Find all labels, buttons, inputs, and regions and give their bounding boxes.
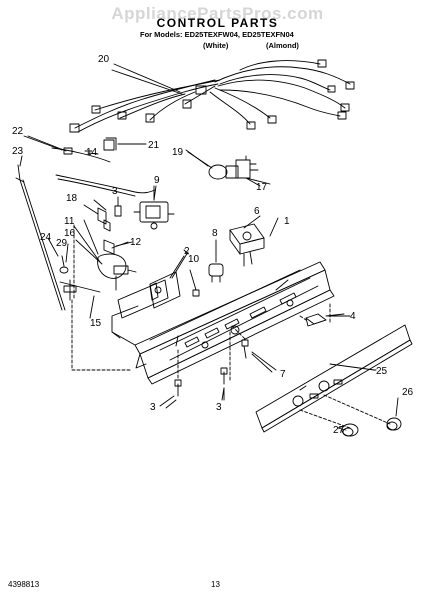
thermostat — [133, 185, 175, 230]
callout-14: 14 — [86, 147, 98, 158]
page-number: 13 — [211, 580, 220, 589]
callout-1: 1 — [284, 216, 290, 227]
callout-10: 10 — [188, 254, 200, 265]
diagram-title: CONTROL PARTS — [156, 16, 279, 30]
control-housing — [111, 261, 335, 385]
document-number: 4398813 — [8, 580, 40, 589]
light-switch — [208, 239, 224, 283]
callout-6: 6 — [254, 206, 260, 217]
callout-18: 18 — [66, 193, 78, 204]
wiring-harness — [69, 59, 355, 133]
callout-7: 7 — [280, 369, 286, 380]
callout-22: 22 — [12, 126, 24, 137]
callout-27: 27 — [333, 425, 345, 436]
callout-29: 29 — [56, 238, 68, 249]
callout-9: 9 — [154, 175, 160, 186]
callout-12: 12 — [130, 237, 142, 248]
callout-4: 4 — [350, 311, 356, 322]
screw-and-bracket — [83, 196, 122, 232]
callout-24: 24 — [40, 232, 52, 243]
callout-11: 11 — [64, 216, 75, 227]
callout-20: 20 — [98, 54, 110, 65]
damper-motor — [229, 215, 265, 267]
variant-white: (White) — [203, 41, 229, 50]
callout-3: 3 — [150, 402, 156, 413]
callout-leaders — [19, 63, 399, 431]
callout-15: 15 — [90, 318, 102, 329]
callout-8: 8 — [212, 228, 218, 239]
callout-25: 25 — [376, 366, 388, 377]
callout-23: 23 — [12, 146, 24, 157]
damper-control — [59, 225, 137, 301]
callout-16: 16 — [64, 228, 76, 239]
callout-3: 3 — [112, 186, 118, 197]
control-knobs — [337, 417, 402, 437]
callout-26: 26 — [402, 387, 414, 398]
callout-21: 21 — [148, 140, 160, 151]
model-numbers: For Models: ED25TEXFW04, ED25TEXFN04 — [140, 30, 294, 39]
callout-19: 19 — [172, 147, 184, 158]
variant-almond: (Almond) — [266, 41, 299, 50]
control-panel-bezel — [255, 324, 413, 433]
light-bulb-and-socket — [187, 151, 271, 185]
callout-2: 2 — [184, 246, 190, 257]
callout-3: 3 — [216, 402, 222, 413]
callout-17: 17 — [256, 182, 268, 193]
leader-lines — [71, 224, 391, 429]
bracket-and-screw — [149, 249, 200, 309]
watermark: AppliancePartsPros.com — [111, 4, 324, 23]
